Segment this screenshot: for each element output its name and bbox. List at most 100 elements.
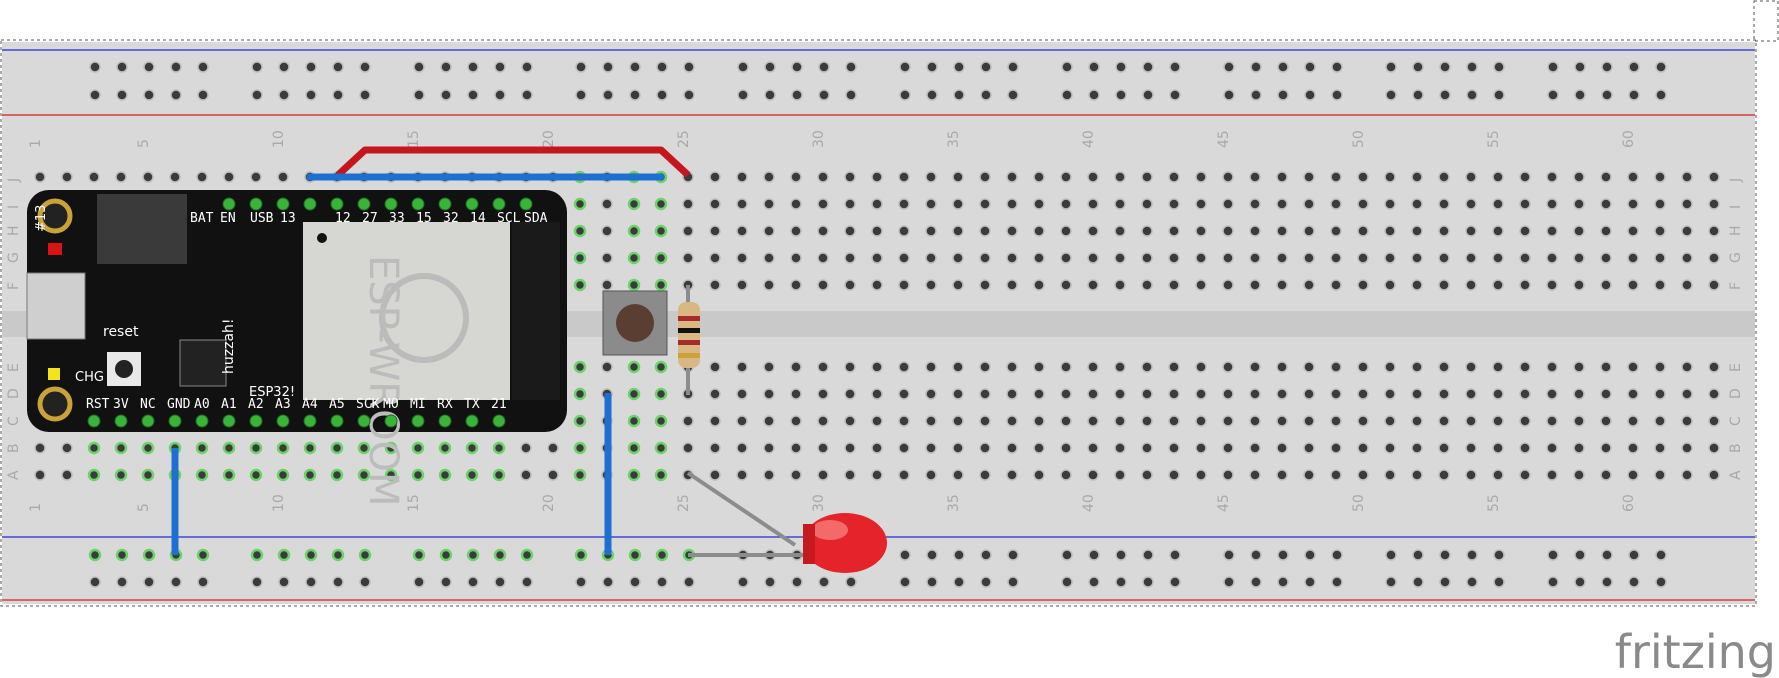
rail-hole[interactable] xyxy=(332,89,344,101)
rail-hole[interactable] xyxy=(521,576,533,588)
breadboard-hole[interactable] xyxy=(1465,225,1477,237)
breadboard-hole[interactable] xyxy=(952,442,964,454)
breadboard-hole[interactable] xyxy=(1114,415,1126,427)
breadboard-hole[interactable] xyxy=(196,171,208,183)
breadboard-hole[interactable] xyxy=(1006,361,1018,373)
breadboard-hole[interactable] xyxy=(357,468,371,482)
breadboard-hole[interactable] xyxy=(1573,469,1585,481)
rail-hole[interactable] xyxy=(574,548,588,562)
breadboard-hole[interactable] xyxy=(709,361,721,373)
breadboard-hole[interactable] xyxy=(1600,279,1612,291)
rail-hole[interactable] xyxy=(1466,549,1478,561)
breadboard-hole[interactable] xyxy=(1519,415,1531,427)
breadboard-hole[interactable] xyxy=(1060,225,1072,237)
breadboard-hole[interactable] xyxy=(898,388,910,400)
breadboard-hole[interactable] xyxy=(871,415,883,427)
breadboard-hole[interactable] xyxy=(654,441,668,455)
breadboard-hole[interactable] xyxy=(1141,415,1153,427)
breadboard-hole[interactable] xyxy=(601,198,613,210)
breadboard-hole[interactable] xyxy=(1384,415,1396,427)
rail-hole[interactable] xyxy=(683,89,695,101)
rail-hole[interactable] xyxy=(521,89,533,101)
rail-hole[interactable] xyxy=(251,89,263,101)
breadboard-hole[interactable] xyxy=(763,361,775,373)
breadboard-hole[interactable] xyxy=(303,468,317,482)
breadboard-hole[interactable] xyxy=(1357,279,1369,291)
breadboard-hole[interactable] xyxy=(1519,198,1531,210)
breadboard-hole[interactable] xyxy=(1195,361,1207,373)
rail-hole[interactable] xyxy=(440,576,452,588)
breadboard-hole[interactable] xyxy=(1141,469,1153,481)
breadboard-hole[interactable] xyxy=(1627,252,1639,264)
breadboard-hole[interactable] xyxy=(763,252,775,264)
breadboard-hole[interactable] xyxy=(1519,171,1531,183)
breadboard-hole[interactable] xyxy=(709,469,721,481)
breadboard-hole[interactable] xyxy=(1519,442,1531,454)
rail-hole[interactable] xyxy=(250,548,264,562)
rail-hole[interactable] xyxy=(1223,61,1235,73)
breadboard-hole[interactable] xyxy=(1654,361,1666,373)
rail-hole[interactable] xyxy=(1466,89,1478,101)
breadboard-hole[interactable] xyxy=(1249,198,1261,210)
rail-hole[interactable] xyxy=(251,61,263,73)
breadboard-hole[interactable] xyxy=(979,198,991,210)
breadboard-hole[interactable] xyxy=(682,442,694,454)
breadboard-hole[interactable] xyxy=(1519,388,1531,400)
rail-hole[interactable] xyxy=(1412,61,1424,73)
breadboard-hole[interactable] xyxy=(1033,442,1045,454)
breadboard-hole[interactable] xyxy=(1708,469,1720,481)
rail-hole[interactable] xyxy=(143,61,155,73)
breadboard-hole[interactable] xyxy=(1330,415,1342,427)
breadboard-hole[interactable] xyxy=(1222,279,1234,291)
breadboard-hole[interactable] xyxy=(1465,198,1477,210)
breadboard-hole[interactable] xyxy=(520,469,532,481)
rail-hole[interactable] xyxy=(926,549,938,561)
breadboard-hole[interactable] xyxy=(1087,469,1099,481)
rail-hole[interactable] xyxy=(1493,576,1505,588)
breadboard-hole[interactable] xyxy=(1303,415,1315,427)
breadboard-hole[interactable] xyxy=(627,251,641,265)
breadboard-hole[interactable] xyxy=(790,388,802,400)
breadboard-hole[interactable] xyxy=(438,468,452,482)
breadboard-hole[interactable] xyxy=(979,279,991,291)
rail-hole[interactable] xyxy=(1061,61,1073,73)
breadboard-hole[interactable] xyxy=(871,225,883,237)
breadboard-hole[interactable] xyxy=(1681,198,1693,210)
breadboard-hole[interactable] xyxy=(1708,198,1720,210)
breadboard-hole[interactable] xyxy=(1708,171,1720,183)
breadboard-hole[interactable] xyxy=(61,171,73,183)
rail-hole[interactable] xyxy=(1142,61,1154,73)
rail-hole[interactable] xyxy=(440,61,452,73)
breadboard-hole[interactable] xyxy=(736,198,748,210)
breadboard-hole[interactable] xyxy=(979,171,991,183)
rail-hole[interactable] xyxy=(1331,89,1343,101)
breadboard-hole[interactable] xyxy=(790,415,802,427)
breadboard-hole[interactable] xyxy=(736,415,748,427)
rail-hole[interactable] xyxy=(197,576,209,588)
breadboard-hole[interactable] xyxy=(169,171,181,183)
breadboard-hole[interactable] xyxy=(1357,225,1369,237)
breadboard-hole[interactable] xyxy=(1465,171,1477,183)
rail-hole[interactable] xyxy=(1169,576,1181,588)
breadboard-hole[interactable] xyxy=(1384,279,1396,291)
breadboard-hole[interactable] xyxy=(1114,442,1126,454)
rail-hole[interactable] xyxy=(926,89,938,101)
breadboard-hole[interactable] xyxy=(871,469,883,481)
breadboard-hole[interactable] xyxy=(736,469,748,481)
breadboard-hole[interactable] xyxy=(952,361,964,373)
rail-hole[interactable] xyxy=(602,576,614,588)
breadboard-hole[interactable] xyxy=(898,361,910,373)
rail-hole[interactable] xyxy=(413,576,425,588)
rail-hole[interactable] xyxy=(899,89,911,101)
breadboard-hole[interactable] xyxy=(1303,388,1315,400)
rail-hole[interactable] xyxy=(1304,89,1316,101)
breadboard-hole[interactable] xyxy=(1492,388,1504,400)
breadboard-hole[interactable] xyxy=(871,388,883,400)
breadboard-hole[interactable] xyxy=(790,198,802,210)
rail-hole[interactable] xyxy=(1493,61,1505,73)
rail-hole[interactable] xyxy=(332,576,344,588)
rail-hole[interactable] xyxy=(413,89,425,101)
breadboard-hole[interactable] xyxy=(1411,442,1423,454)
breadboard-hole[interactable] xyxy=(34,171,46,183)
breadboard-hole[interactable] xyxy=(1006,225,1018,237)
